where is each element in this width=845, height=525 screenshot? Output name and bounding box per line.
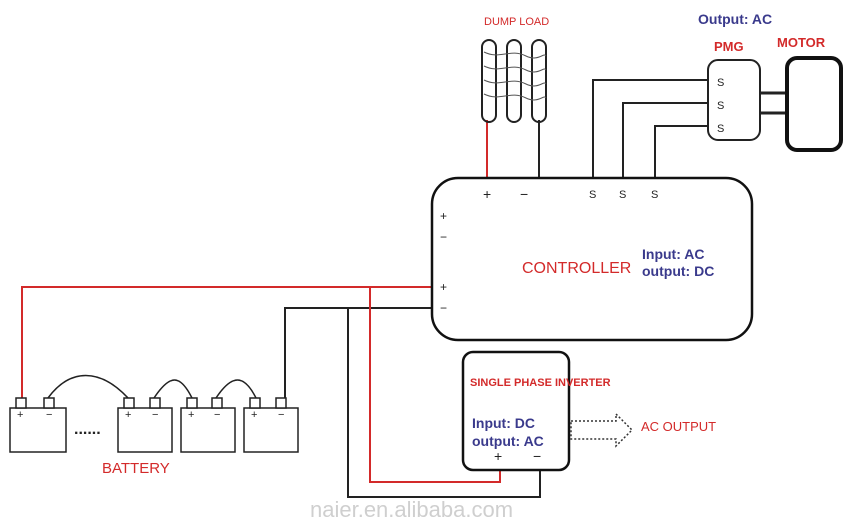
battery-minus-terminal: − xyxy=(46,409,52,421)
controller-output-label: output: DC xyxy=(642,263,714,279)
motor-label: MOTOR xyxy=(777,35,826,50)
battery-minus-terminal: − xyxy=(214,409,220,421)
controller-box xyxy=(430,176,754,342)
motor: MOTOR xyxy=(777,35,843,152)
pmg-phase-2: S xyxy=(717,100,724,112)
battery-plus-terminal: + xyxy=(17,409,23,421)
battery-cell: + − xyxy=(243,397,299,453)
battery-bank: + − ...... + − + − + − BATTERY xyxy=(9,397,299,477)
pmg-box xyxy=(707,59,761,141)
dump-load-element-3 xyxy=(531,39,547,123)
controller-input-label: Input: AC xyxy=(642,246,704,262)
controller: CONTROLLER Input: AC output: DC + − S S … xyxy=(430,176,754,342)
pmg-label: PMG xyxy=(714,39,744,54)
controller-battery-minus: − xyxy=(440,301,447,315)
inverter-label: SINGLE PHASE INVERTER xyxy=(470,377,611,389)
inverter-output-label: output: AC xyxy=(472,433,544,449)
inverter: SINGLE PHASE INVERTER Input: DC output: … xyxy=(461,350,716,472)
battery-label: BATTERY xyxy=(102,460,170,477)
controller-label: CONTROLLER xyxy=(522,260,631,277)
battery-plus-terminal: + xyxy=(188,409,194,421)
controller-phase-3: S xyxy=(651,189,658,201)
phase-wire-1 xyxy=(592,79,708,178)
phase-wire-3 xyxy=(654,125,708,178)
battery-cell: + − xyxy=(117,397,173,453)
battery-cell: + − xyxy=(180,397,236,453)
dump-load-element-2 xyxy=(506,39,522,123)
controller-phase-1: S xyxy=(589,189,596,201)
inverter-box xyxy=(461,350,571,472)
battery-minus-terminal: − xyxy=(152,409,158,421)
controller-dump-minus: − xyxy=(520,186,528,202)
battery-minus-terminal: − xyxy=(278,409,284,421)
ac-output-label: AC OUTPUT xyxy=(641,419,716,434)
battery-jumper-3 xyxy=(215,379,257,399)
battery-jumper-1 xyxy=(47,374,129,399)
battery-plus-terminal: + xyxy=(125,409,131,421)
battery-positive-wire xyxy=(21,286,432,408)
motor-box xyxy=(785,56,843,152)
battery-cell: + − xyxy=(9,397,67,453)
inverter-plus: + xyxy=(494,448,502,464)
phase-wire-2 xyxy=(622,102,708,178)
controller-dump-plus: + xyxy=(483,186,491,202)
battery-dots: ...... xyxy=(74,421,101,438)
pmg-phase-3: S xyxy=(717,123,724,135)
controller-left-minus-1: − xyxy=(440,230,447,244)
pmg: Output: AC PMG S S S xyxy=(698,11,772,141)
battery-negative-wire xyxy=(284,307,432,408)
controller-phase-2: S xyxy=(619,189,626,201)
inverter-minus: − xyxy=(533,448,541,464)
controller-battery-plus: + xyxy=(440,280,447,294)
controller-left-plus-1: + xyxy=(440,209,447,223)
pmg-output-label: Output: AC xyxy=(698,11,772,27)
battery-plus-terminal: + xyxy=(251,409,257,421)
watermark: naier.en.alibaba.com xyxy=(310,497,513,522)
dump-load-label: DUMP LOAD xyxy=(484,16,549,28)
dump-load-coil xyxy=(483,51,547,101)
battery-jumper-2 xyxy=(153,379,193,399)
ac-output-arrow xyxy=(570,412,634,448)
pmg-phase-1: S xyxy=(717,77,724,89)
inverter-negative-wire xyxy=(347,308,541,498)
dump-load: DUMP LOAD xyxy=(481,16,549,123)
inverter-input-label: Input: DC xyxy=(472,415,535,431)
dump-load-element-1 xyxy=(481,39,497,123)
